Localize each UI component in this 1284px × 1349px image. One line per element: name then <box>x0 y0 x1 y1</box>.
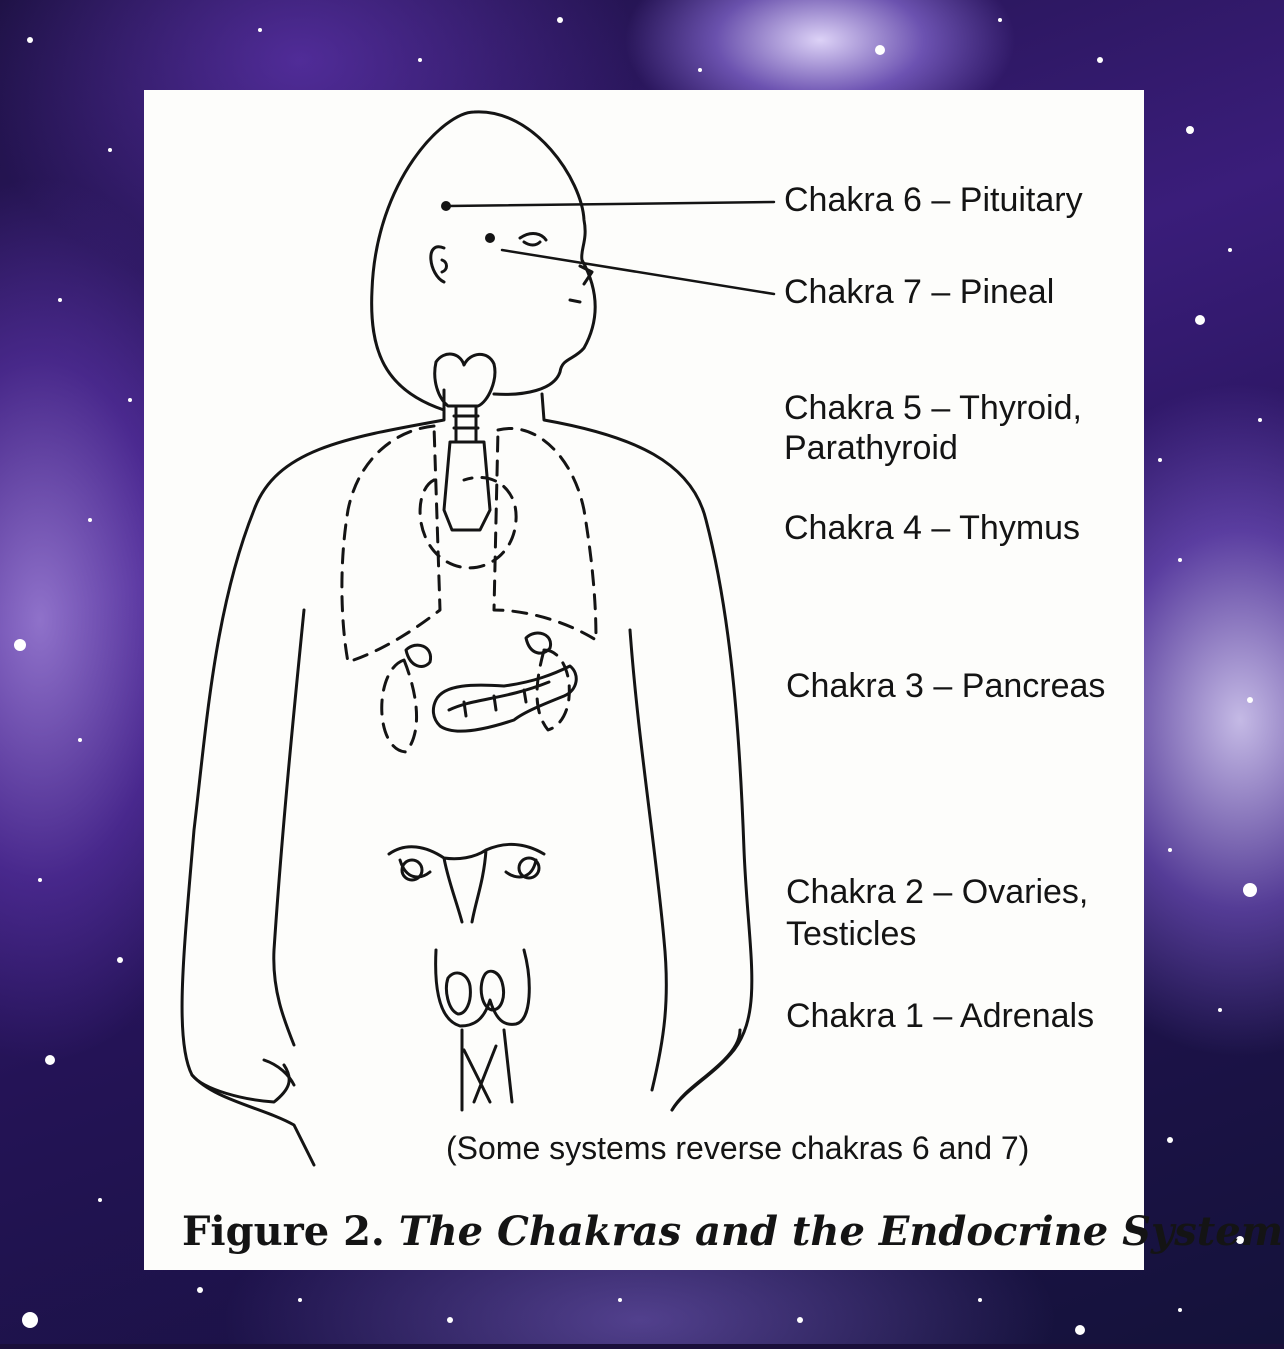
label-chakra-2-line1: Chakra 2 – Ovaries, <box>786 872 1088 912</box>
thymus <box>444 442 490 530</box>
pancreas <box>433 666 576 731</box>
left-kidney <box>382 660 417 752</box>
left-lung <box>342 426 440 662</box>
left-inner-arm <box>274 610 304 1045</box>
trachea <box>454 406 478 440</box>
label-chakra-6: Chakra 6 – Pituitary <box>784 180 1083 220</box>
right-lung <box>494 428 596 640</box>
nose-mouth <box>570 266 592 302</box>
left-torso-outline <box>182 390 444 1165</box>
right-kidney <box>537 650 569 730</box>
ear <box>431 247 447 282</box>
head-outline <box>372 112 596 410</box>
heart <box>420 477 516 567</box>
label-chakra-2-line2: Testicles <box>786 914 916 954</box>
figure-caption: Figure 2. The Chakras and the Endocrine … <box>182 1208 1283 1255</box>
right-torso-outline <box>542 394 752 1110</box>
label-chakra-3: Chakra 3 – Pancreas <box>786 666 1105 706</box>
left-hand <box>192 1060 294 1102</box>
pituitary-marker <box>441 201 451 211</box>
label-chakra-5-line2: Parathyroid <box>784 428 958 468</box>
label-chakra-5-line1: Chakra 5 – Thyroid, <box>784 388 1082 428</box>
label-chakra-7: Chakra 7 – Pineal <box>784 272 1054 312</box>
pituitary-pointer-line <box>448 202 774 206</box>
caption-prefix: Figure 2. <box>182 1208 385 1255</box>
diagram-panel: Chakra 6 – Pituitary Chakra 7 – Pineal C… <box>144 90 1144 1270</box>
right-hand <box>672 1030 740 1110</box>
pineal-marker <box>485 233 495 243</box>
caption-title: The Chakras and the Endocrine System <box>399 1208 1283 1255</box>
reversal-note: (Some systems reverse chakras 6 and 7) <box>446 1130 1029 1167</box>
label-chakra-4: Chakra 4 – Thymus <box>784 508 1080 548</box>
pineal-pointer-line <box>502 250 774 294</box>
left-adrenal <box>406 645 431 666</box>
right-adrenal <box>526 633 551 653</box>
eye <box>520 234 546 245</box>
right-inner-arm <box>630 630 666 1090</box>
testicles <box>436 950 530 1026</box>
uterus <box>389 844 544 922</box>
label-chakra-1: Chakra 1 – Adrenals <box>786 996 1094 1036</box>
legs-lines <box>462 1030 512 1110</box>
